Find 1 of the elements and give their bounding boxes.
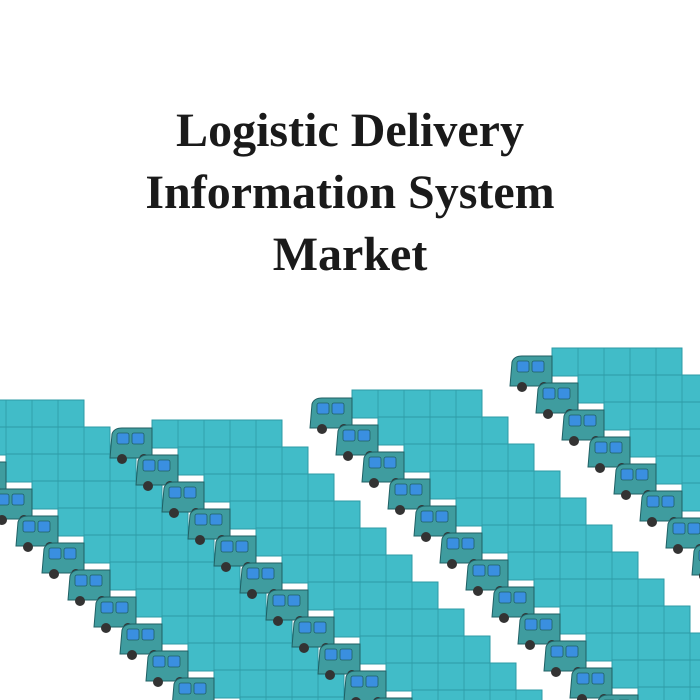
title: Logistic Delivery Information System Market <box>144 103 556 283</box>
